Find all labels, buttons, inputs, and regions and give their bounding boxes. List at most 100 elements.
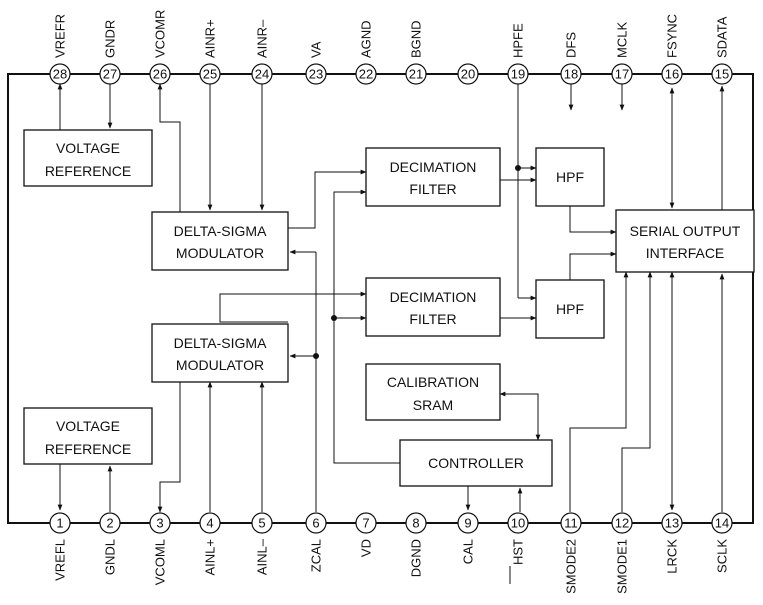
hpf-left-block: HPF <box>535 279 605 339</box>
pin-label: GNDL <box>103 539 118 575</box>
pin-number: 4 <box>206 516 213 531</box>
voltage-reference-left-block: VOLTAGE REFERENCE <box>23 407 153 465</box>
pin-label: MCLK <box>615 22 630 58</box>
pin-number: 7 <box>362 516 369 531</box>
pin-circle <box>199 512 221 534</box>
delta-sigma-modulator-right-block: DELTA-SIGMA MODULATOR <box>151 211 289 271</box>
pin-number: 17 <box>615 67 629 82</box>
pin-number: 14 <box>715 516 729 531</box>
pin-label: HPFE <box>511 23 526 58</box>
svg-text:CALIBRATION: CALIBRATION <box>387 374 479 390</box>
svg-text:HPF: HPF <box>556 301 584 317</box>
pin-circle <box>355 63 377 85</box>
pin-number: 20 <box>461 67 475 82</box>
pin-label: AINR– <box>255 19 270 58</box>
pin-label: CAL <box>461 539 476 564</box>
package-outline <box>7 73 754 524</box>
decimation-filter-left-block: DECIMATION FILTER <box>365 277 501 337</box>
pin-number: 13 <box>665 516 679 531</box>
pin-label: VREFL <box>53 539 68 581</box>
delta-sigma-modulator-left-block: DELTA-SIGMA MODULATOR <box>151 323 289 383</box>
pin-circle <box>305 63 327 85</box>
pin-number: 6 <box>312 516 319 531</box>
pin-number: 22 <box>359 67 373 82</box>
pin-circle <box>661 512 683 534</box>
svg-text:FILTER: FILTER <box>409 311 456 327</box>
pin-label: AINL– <box>255 538 270 575</box>
pin-number: 11 <box>564 516 578 531</box>
pin-number: 5 <box>258 516 265 531</box>
svg-text:VOLTAGE: VOLTAGE <box>56 140 120 156</box>
pin-circle <box>355 512 377 534</box>
svg-text:MODULATOR: MODULATOR <box>176 357 264 373</box>
pin-circle <box>560 512 582 534</box>
top-pin-23: 23 VA <box>305 41 327 85</box>
svg-text:MODULATOR: MODULATOR <box>176 245 264 261</box>
svg-text:SRAM: SRAM <box>413 397 453 413</box>
pin-circle <box>99 512 121 534</box>
pin-label: AGND <box>359 20 374 58</box>
pin-circle <box>49 512 71 534</box>
svg-text:DECIMATION: DECIMATION <box>390 289 477 305</box>
pin-label: AINR+ <box>203 19 218 58</box>
pin-label: DFS <box>564 32 579 58</box>
top-pin-25: 25 AINR+ <box>199 19 221 85</box>
pin-label: VCOMR <box>153 10 168 58</box>
pin-circle <box>149 512 171 534</box>
svg-text:INTERFACE: INTERFACE <box>646 245 725 261</box>
pin-number: 10 <box>511 516 525 531</box>
pin-circle <box>305 512 327 534</box>
pin-circle <box>405 63 427 85</box>
pin-circle <box>711 512 733 534</box>
pin-label: SMODE1 <box>615 539 630 594</box>
top-pin-26: 26 VCOMR <box>149 10 171 85</box>
pin-number: 28 <box>53 67 67 82</box>
svg-text:DECIMATION: DECIMATION <box>390 159 477 175</box>
pin-circle <box>405 512 427 534</box>
pin-number: 12 <box>615 516 629 531</box>
pin-circle <box>457 512 479 534</box>
pin-label: VREFR <box>53 14 68 58</box>
pin-circle <box>507 512 529 534</box>
svg-text:REFERENCE: REFERENCE <box>45 163 131 179</box>
pin-number: 21 <box>409 67 423 82</box>
svg-text:SERIAL OUTPUT: SERIAL OUTPUT <box>630 223 741 239</box>
pin-number: 8 <box>412 516 419 531</box>
pin-label: ZCAL <box>309 539 324 572</box>
pin-label: SMODE2 <box>564 539 579 594</box>
svg-text:DELTA-SIGMA: DELTA-SIGMA <box>174 223 267 239</box>
pin-number: 2 <box>106 516 113 531</box>
pin-label: SCLK <box>715 539 730 573</box>
pin-label: VD <box>359 539 374 557</box>
pin-number: 16 <box>665 67 679 82</box>
hpf-right-block: HPF <box>535 147 605 207</box>
pin-number: 25 <box>203 67 217 82</box>
pin-label: VA <box>309 41 324 58</box>
pin-circle <box>457 63 479 85</box>
pin-label: DGND <box>409 539 424 577</box>
svg-text:CONTROLLER: CONTROLLER <box>428 455 524 471</box>
pin-number: 23 <box>309 67 323 82</box>
pin-number: 3 <box>156 516 163 531</box>
pin-number: 26 <box>153 67 167 82</box>
pin-number: 27 <box>103 67 117 82</box>
